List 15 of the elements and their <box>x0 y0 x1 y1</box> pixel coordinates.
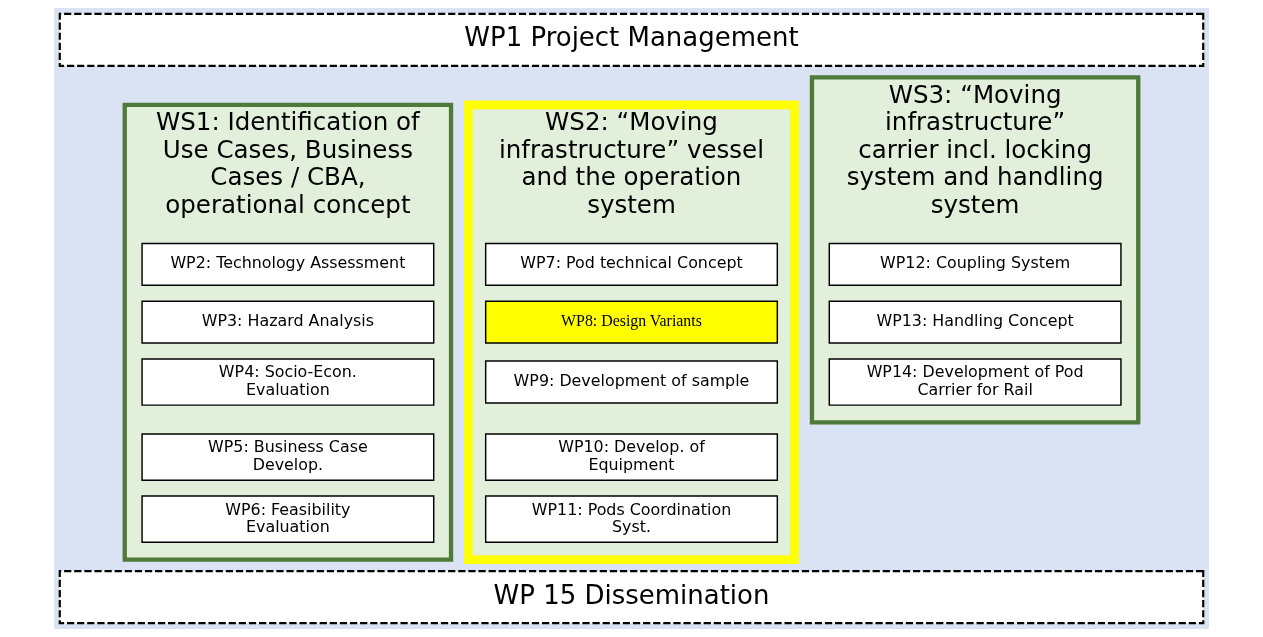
node-box: WP9: Development of sample <box>484 360 779 404</box>
node-box: WP6: Feasibility Evaluation <box>141 495 435 543</box>
node-box: WP1 Project Management <box>58 12 1205 67</box>
node-box: WP14: Development of Pod Carrier for Rail <box>828 358 1122 406</box>
node-box: WP 15 Dissemination <box>58 570 1205 625</box>
node-box: WP7: Pod technical Concept <box>484 242 779 286</box>
node-box: WP10: Develop. of Equipment <box>484 433 779 481</box>
node-box: WP5: Business Case Develop. <box>141 433 435 481</box>
node-box: WP12: Coupling System <box>828 242 1122 286</box>
node-box: WP2: Technology Assessment <box>141 242 435 286</box>
node-box: WP4: Socio-Econ. Evaluation <box>141 358 435 406</box>
node-box: WP11: Pods Coordination Syst. <box>484 495 779 543</box>
node-box: WP13: Handling Concept <box>828 300 1122 344</box>
node-box: WP3: Hazard Analysis <box>141 300 435 344</box>
node-box: WP8: Design Variants <box>484 300 779 344</box>
